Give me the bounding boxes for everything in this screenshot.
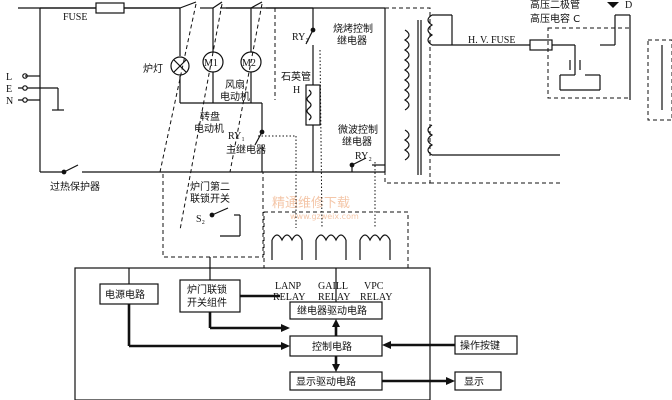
- keys-label: 操作按键: [460, 339, 500, 352]
- fuse-top-symbol: [40, 2, 180, 14]
- hv-diode-label: 高压二极管: [530, 0, 580, 11]
- micro-relay-label-2: 继电器: [342, 135, 372, 148]
- control-label: 控制电路: [312, 340, 352, 353]
- hv-fuse-label: H. V. FUSE: [468, 35, 515, 46]
- m2-label: M2: [242, 58, 256, 69]
- grill-relay-coil-label-1: GAILL: [318, 281, 348, 292]
- mechanical-links: [159, 3, 560, 269]
- relay-links: [258, 49, 376, 229]
- lanp-relay-label-1: LANP: [275, 281, 302, 292]
- watermark-text: 精通维修下载: [272, 196, 350, 211]
- block-links: [128, 257, 337, 302]
- turntable-label-1: 转盘: [200, 110, 220, 123]
- quartz-label-1: 石英管: [281, 70, 311, 83]
- top-switches: [179, 1, 313, 9]
- vpc-relay-label-1: VPC: [364, 281, 384, 292]
- signal-arrows: [127, 294, 455, 383]
- ry2-switch: [349, 157, 367, 168]
- hv-block: [547, 27, 631, 99]
- relay-drive-label: 继电器驱动电路: [297, 304, 367, 317]
- door-second-label-1: 炉门第二: [190, 180, 230, 193]
- fuse-label: FUSE: [63, 12, 87, 23]
- door-second-label-2: 联锁开关: [190, 192, 230, 205]
- overheat-label: 过热保护器: [50, 180, 100, 193]
- diode-icon: [607, 2, 619, 8]
- quartz-label-2: H: [293, 85, 300, 96]
- ry3-label: RY₃: [292, 32, 309, 43]
- terminal-e: E: [6, 84, 12, 95]
- s2-switch: [209, 207, 241, 237]
- hv-cap-label: 高压电容 C: [530, 12, 580, 25]
- door-interlock-label-2: 开关组件: [187, 296, 227, 309]
- magnetron-block: [647, 39, 672, 121]
- s2-label: S₂: [196, 214, 205, 225]
- watermark-url: www.gzweix.com: [290, 212, 359, 221]
- ry2-label: RY₂: [355, 151, 372, 162]
- transformer-icon: [403, 14, 560, 175]
- lamp-label: 炉灯: [143, 63, 163, 75]
- display-label: 显示: [464, 376, 484, 388]
- power-circuit-label: 电源电路: [105, 288, 145, 301]
- arrow-heads: [281, 319, 455, 385]
- m1-label: M1: [204, 58, 218, 69]
- grill-relay-coil-label-2: RELAY: [318, 292, 350, 303]
- terminal-n: N: [6, 96, 13, 107]
- block-boxes: [99, 279, 518, 391]
- door-interlock-label-1: 炉门联锁: [187, 283, 227, 296]
- motor-m1-icon: [202, 51, 224, 73]
- ry3-switch: [305, 27, 316, 45]
- lanp-relay-label-2: RELAY: [273, 292, 305, 303]
- terminal-l: L: [6, 72, 12, 83]
- vpc-relay-label-2: RELAY: [360, 292, 392, 303]
- micro-relay-label-1: 微波控制: [338, 123, 378, 136]
- quartz-heater-icon: [305, 84, 321, 126]
- fan-motor-label-1: 风扇: [225, 78, 245, 91]
- diode-d-label: D: [625, 0, 632, 11]
- control-board-frame: [74, 267, 431, 400]
- grill-relay-label-2: 继电器: [337, 34, 367, 47]
- hv-line: [432, 14, 631, 100]
- display-drive-label: 显示驱动电路: [296, 375, 356, 388]
- watermark: 精通维修下载 www.gzweix.com: [272, 196, 359, 221]
- ry1-switch: [254, 129, 265, 146]
- turntable-label-2: 电动机: [194, 122, 224, 135]
- grill-relay-label-1: 烧烤控制: [333, 22, 373, 35]
- overheat-switch: [61, 164, 79, 175]
- fan-motor-label-2: 电动机: [220, 90, 250, 103]
- main-relay-label: 主继电器: [226, 143, 266, 156]
- wiring: [18, 7, 386, 173]
- lamp-icon: [170, 56, 190, 76]
- relay-coils: [271, 234, 391, 260]
